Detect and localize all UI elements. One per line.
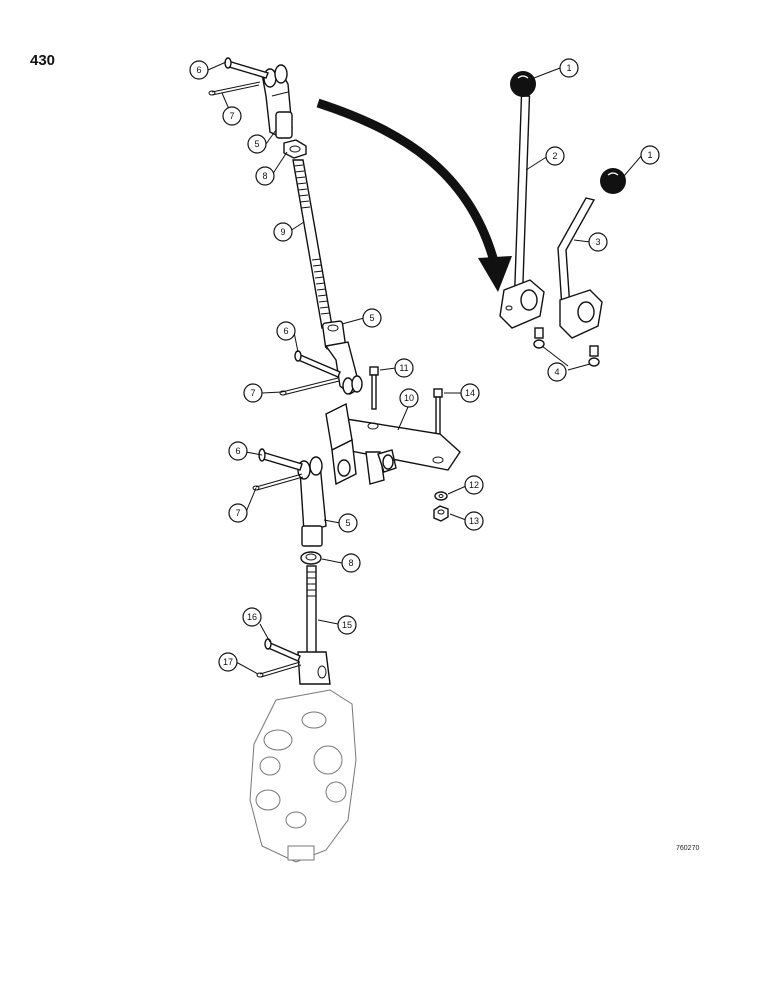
mounting-bracket xyxy=(325,402,461,486)
svg-text:5: 5 xyxy=(254,139,259,149)
callout-14: 14 xyxy=(460,383,480,403)
cotter-pin-17 xyxy=(256,661,302,678)
callout-8a: 8 xyxy=(255,166,275,186)
leader-lines xyxy=(207,61,643,675)
callout-2: 2 xyxy=(545,146,565,166)
svg-text:14: 14 xyxy=(465,388,475,398)
svg-text:12: 12 xyxy=(469,480,479,490)
callout-13: 13 xyxy=(464,511,484,531)
control-valve-body xyxy=(249,689,357,863)
svg-text:7: 7 xyxy=(229,111,234,121)
bolt-11 xyxy=(369,366,379,410)
callout-12: 12 xyxy=(464,475,484,495)
svg-text:4: 4 xyxy=(554,367,559,377)
callout-5b: 5 xyxy=(362,308,382,328)
grease-fitting-left xyxy=(533,327,545,349)
hex-nut xyxy=(433,505,449,522)
bolt-14 xyxy=(433,388,443,440)
cotter-pin-upper xyxy=(208,81,261,96)
svg-text:8: 8 xyxy=(262,171,267,181)
svg-text:8: 8 xyxy=(348,558,353,568)
svg-text:5: 5 xyxy=(369,313,374,323)
svg-text:3: 3 xyxy=(595,237,600,247)
pin-16 xyxy=(264,638,301,662)
callout-6a: 6 xyxy=(189,60,209,80)
svg-text:17: 17 xyxy=(223,657,233,667)
clevis-middle xyxy=(321,320,363,395)
callout-1b: 1 xyxy=(640,145,660,165)
callout-7a: 7 xyxy=(222,106,242,126)
jam-nut-lower xyxy=(300,551,322,565)
svg-text:6: 6 xyxy=(283,326,288,336)
control-lever-straight xyxy=(499,71,545,329)
callout-6b: 6 xyxy=(276,321,296,341)
callout-4: 4 xyxy=(547,362,567,382)
svg-text:15: 15 xyxy=(342,620,352,630)
callout-3: 3 xyxy=(588,232,608,252)
callout-8b: 8 xyxy=(341,553,361,573)
pin-middle xyxy=(294,350,341,378)
callout-7b: 7 xyxy=(243,383,263,403)
lock-washer xyxy=(434,491,448,501)
callout-10: 10 xyxy=(399,388,419,408)
jam-nut-upper xyxy=(283,139,307,159)
clevis-lower xyxy=(297,456,327,547)
pin-upper xyxy=(224,57,269,79)
callout-15: 15 xyxy=(337,615,357,635)
callout-5c: 5 xyxy=(338,513,358,533)
grease-fitting-right xyxy=(588,345,600,367)
svg-text:13: 13 xyxy=(469,516,479,526)
pin-lower xyxy=(258,448,303,471)
svg-text:7: 7 xyxy=(235,508,240,518)
threaded-rod xyxy=(292,159,333,329)
lower-rod xyxy=(297,565,331,685)
control-lever-offset xyxy=(557,168,626,339)
callout-6c: 6 xyxy=(228,441,248,461)
cotter-pin-lower xyxy=(252,473,304,491)
callout-17: 17 xyxy=(218,652,238,672)
callout-11: 11 xyxy=(394,358,414,378)
callout-7c: 7 xyxy=(228,503,248,523)
svg-text:11: 11 xyxy=(399,363,408,373)
svg-text:1: 1 xyxy=(566,63,571,73)
svg-text:10: 10 xyxy=(404,393,414,403)
svg-text:6: 6 xyxy=(196,65,201,75)
callout-5a: 5 xyxy=(247,134,267,154)
callout-16: 16 xyxy=(242,607,262,627)
callout-1a: 1 xyxy=(559,58,579,78)
cotter-pin-middle xyxy=(279,377,340,396)
svg-text:2: 2 xyxy=(552,151,557,161)
direction-arrow xyxy=(316,98,512,292)
svg-text:6: 6 xyxy=(235,446,240,456)
svg-text:5: 5 xyxy=(345,518,350,528)
drawing-code: 760270 xyxy=(676,845,700,852)
svg-text:9: 9 xyxy=(280,227,285,237)
svg-text:1: 1 xyxy=(647,150,652,160)
callout-9: 9 xyxy=(273,222,293,242)
page-number: 430 xyxy=(30,52,56,69)
svg-text:16: 16 xyxy=(247,612,257,622)
svg-text:7: 7 xyxy=(250,388,255,398)
